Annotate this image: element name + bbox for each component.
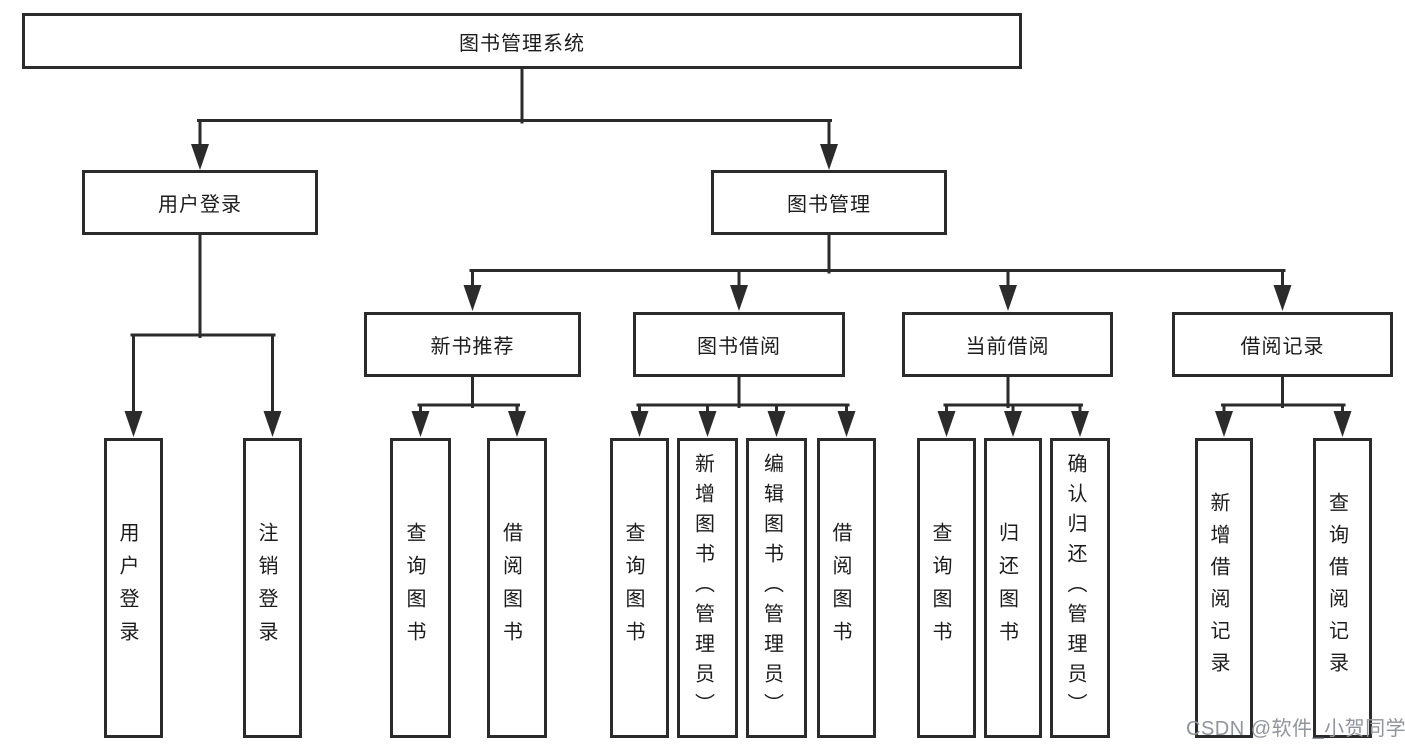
leaf-current-confirm-admin: 确认归还（管理员）	[1050, 438, 1110, 738]
node-root-label: 图书管理系统	[459, 32, 585, 55]
leaf-current-return-label: 归还图书	[995, 522, 1018, 654]
node-book-management: 图书管理	[711, 170, 947, 235]
leaf-logout-label: 注销登录	[255, 522, 277, 654]
leaf-records-add: 新增借阅记录	[1195, 438, 1253, 738]
leaf-borrow-edit-admin-label: 编辑图书（管理员）	[760, 453, 783, 723]
leaf-borrow-query-label: 查询图书	[622, 522, 644, 654]
node-root: 图书管理系统	[22, 13, 1022, 69]
node-book-borrow: 图书借阅	[633, 312, 845, 377]
node-book-borrow-label: 图书借阅	[697, 336, 781, 358]
leaf-records-add-label: 新增借阅记录	[1207, 492, 1229, 684]
node-borrow-records-label: 借阅记录	[1240, 336, 1325, 358]
node-borrow-records: 借阅记录	[1172, 312, 1393, 377]
leaf-current-query-label: 查询图书	[929, 522, 951, 654]
node-user-login: 用户登录	[82, 170, 318, 235]
leaf-newbooks-query-label: 查询图书	[403, 522, 425, 654]
leaf-newbooks-borrow-label: 借阅图书	[499, 522, 522, 654]
leaf-borrow-book: 借阅图书	[817, 438, 876, 738]
leaf-borrow-add-admin-label: 新增图书（管理员）	[691, 453, 714, 723]
leaf-current-return: 归还图书	[984, 438, 1042, 738]
leaf-current-query: 查询图书	[917, 438, 976, 738]
node-current-borrow: 当前借阅	[902, 312, 1113, 377]
leaf-records-query: 查询借阅记录	[1313, 438, 1372, 738]
node-user-login-label: 用户登录	[158, 194, 242, 216]
leaf-borrow-add-admin: 新增图书（管理员）	[677, 438, 738, 738]
leaf-current-confirm-admin-label: 确认归还（管理员）	[1064, 453, 1086, 723]
node-new-book-recommend: 新书推荐	[364, 312, 581, 377]
leaf-borrow-edit-admin: 编辑图书（管理员）	[746, 438, 807, 738]
leaf-borrow-query: 查询图书	[610, 438, 669, 738]
leaf-newbooks-query: 查询图书	[390, 438, 451, 738]
node-book-management-label: 图书管理	[787, 194, 871, 216]
leaf-newbooks-borrow: 借阅图书	[487, 438, 547, 738]
node-current-borrow-label: 当前借阅	[965, 336, 1050, 358]
leaf-user-login: 用户登录	[104, 438, 163, 738]
leaf-logout: 注销登录	[243, 438, 302, 738]
node-new-book-recommend-label: 新书推荐	[430, 336, 515, 358]
leaf-borrow-book-label: 借阅图书	[829, 522, 851, 654]
leaf-records-query-label: 查询借阅记录	[1325, 492, 1348, 684]
watermark: CSDN @软件_小贺同学	[1186, 718, 1405, 740]
leaf-user-login-label: 用户登录	[116, 522, 138, 654]
